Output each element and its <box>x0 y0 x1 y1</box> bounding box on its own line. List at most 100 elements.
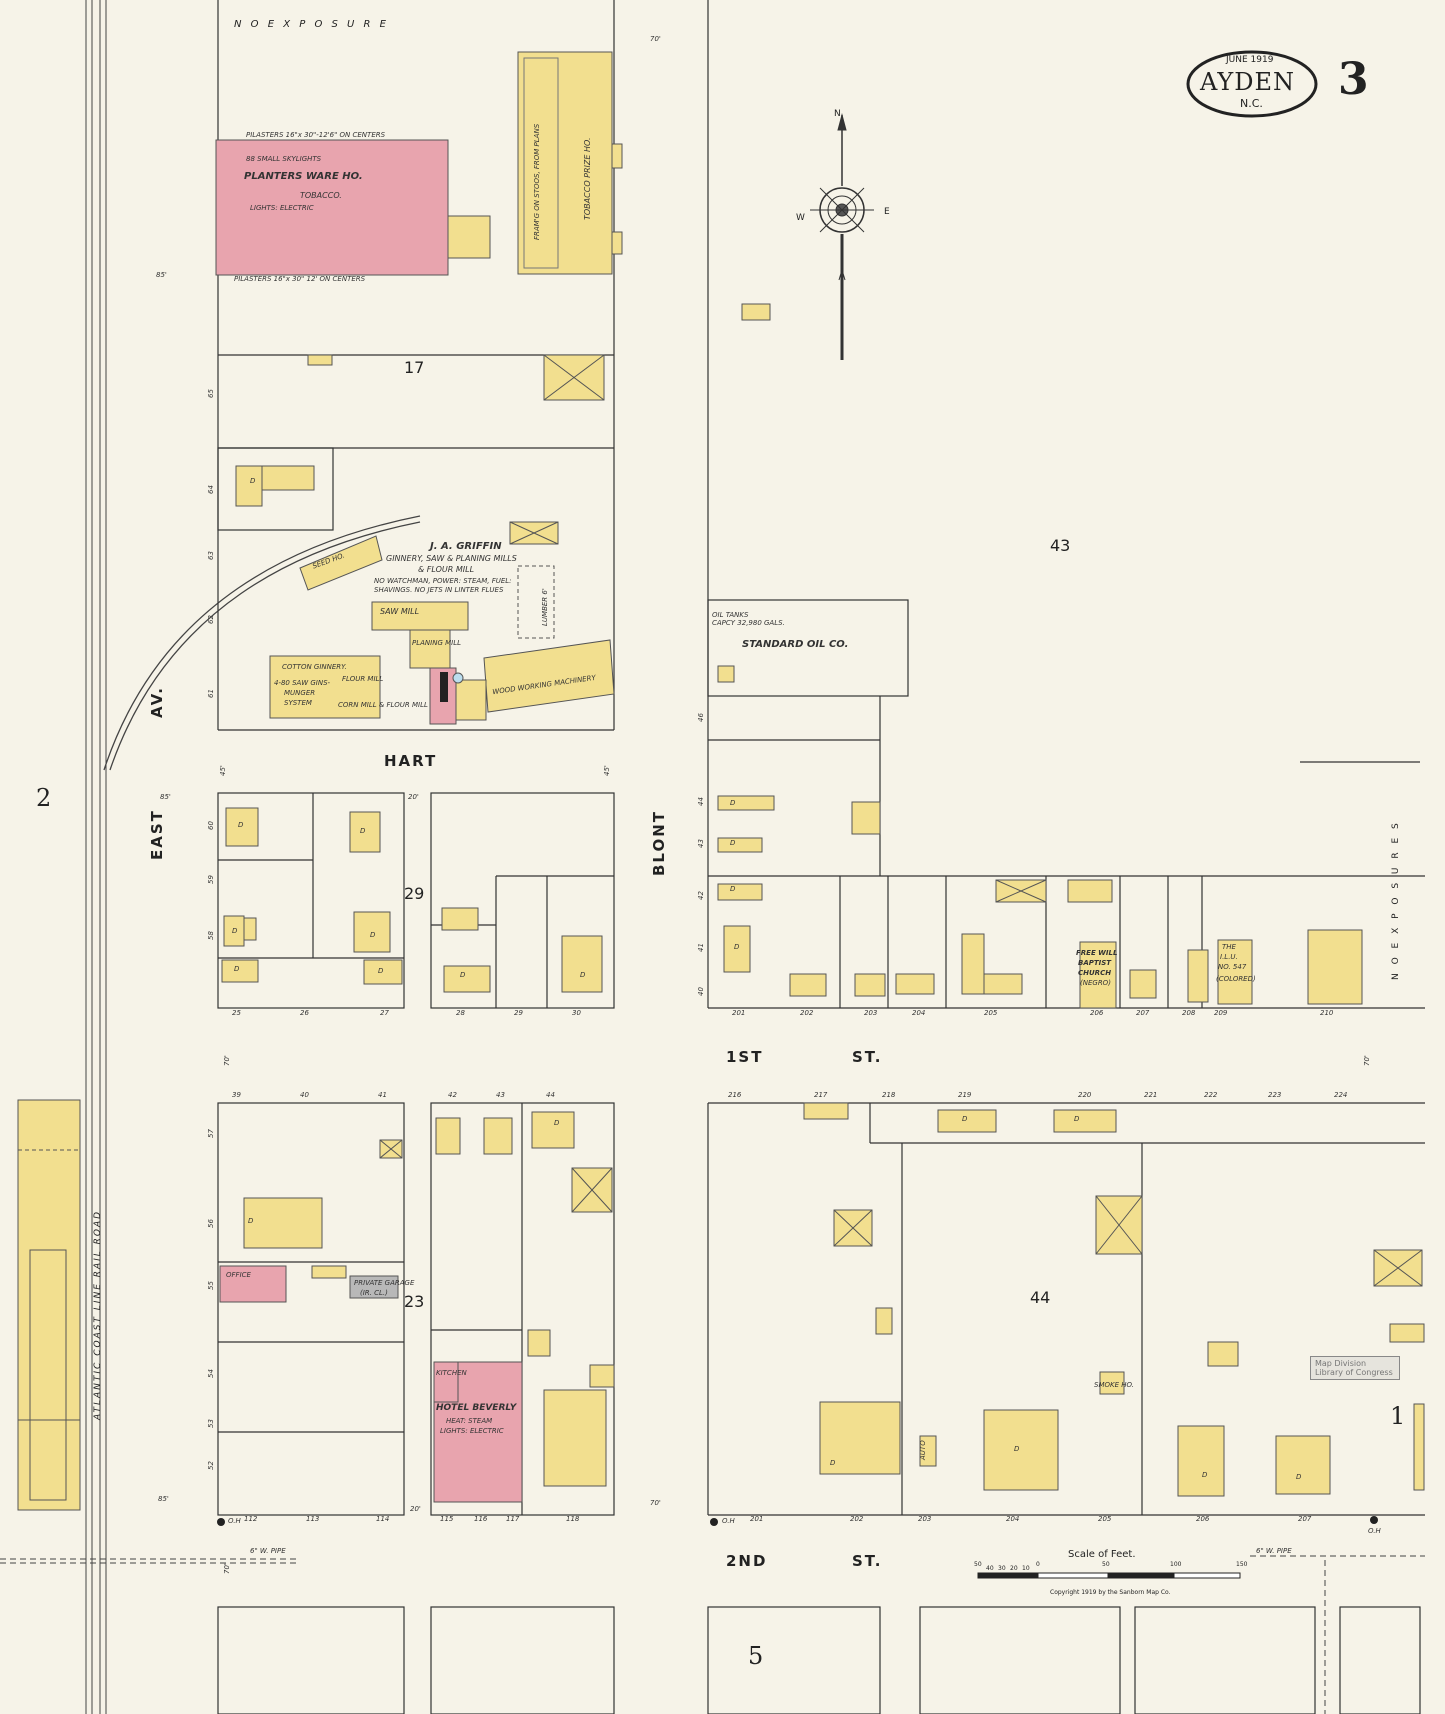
oil-tanks: OIL TANKS <box>712 611 749 619</box>
block-17: 17 <box>404 358 425 377</box>
dwelling-d-21: D <box>1296 1473 1302 1481</box>
lot-222: 222 <box>1204 1091 1218 1099</box>
lot-28: 28 <box>456 1009 465 1017</box>
lot-116: 116 <box>474 1515 488 1523</box>
dwelling-d-14: D <box>730 885 736 893</box>
rail-spur <box>103 515 421 771</box>
dwelling-d-8: D <box>460 971 466 979</box>
side-63: 63 <box>207 551 215 560</box>
dwelling-d-1: D <box>250 477 256 485</box>
copyright: Copyright 1919 by the Sanborn Map Co. <box>1050 1589 1171 1596</box>
lot-202: 202 <box>800 1009 814 1017</box>
side-64: 64 <box>207 485 215 494</box>
hydrant-label-2: O.H <box>722 1517 735 1525</box>
lot-206: 206 <box>1090 1009 1104 1017</box>
side-58: 58 <box>207 931 215 940</box>
lot-205: 205 <box>984 1009 998 1017</box>
width-70-top: 70' <box>650 35 661 43</box>
tobacco-prize-sub: FRAM'G ON STOOS, FROM PLANS <box>533 123 541 240</box>
planters-name: PLANTERS WARE HO. <box>244 171 363 182</box>
no-exposures-right: N O E X P O S U R E S <box>1391 820 1401 980</box>
scale-tick-10: 10 <box>1022 1565 1030 1572</box>
kitchen-label: KITCHEN <box>436 1369 467 1377</box>
scale-tick-0: 0 <box>1036 1561 1040 1568</box>
lodge-3: NO. 547 <box>1218 963 1247 971</box>
blont-44: 44 <box>697 797 705 806</box>
lot-29: 29 <box>514 1009 523 1017</box>
railroad-tracks <box>85 0 107 1714</box>
dwelling-d-18: D <box>830 1459 836 1467</box>
planters-pilasters-top: PILASTERS 16"x 30"-12'6" ON CENTERS <box>246 131 386 139</box>
compass-e: E <box>884 207 890 217</box>
lot-201: 201 <box>732 1009 746 1017</box>
width-45-b: 45' <box>603 765 611 776</box>
lot-2nd-207: 207 <box>1298 1515 1312 1523</box>
lot-39: 39 <box>232 1091 241 1099</box>
water-pipe-right: 6" W. PIPE <box>1256 1547 1292 1555</box>
lot-44: 44 <box>546 1091 555 1099</box>
lot-27: 27 <box>380 1009 389 1017</box>
scale-tick-50b: 50 <box>1102 1561 1110 1568</box>
lot-40: 40 <box>300 1091 309 1099</box>
tobacco-prize-name: TOBACCO PRIZE HO. <box>583 137 592 220</box>
scale-tick-40: 40 <box>986 1565 994 1572</box>
office-building <box>219 1265 287 1303</box>
planters-skylights: 88 SMALL SKYLIGHTS <box>246 155 322 163</box>
width-85-b: 85' <box>160 793 171 801</box>
side-57: 57 <box>207 1129 215 1138</box>
lot-220: 220 <box>1078 1091 1092 1099</box>
dwelling-d-19: D <box>1014 1445 1020 1453</box>
lot-208: 208 <box>1182 1009 1196 1017</box>
street-east-av: AV. <box>148 686 166 718</box>
blont-43: 43 <box>697 839 705 848</box>
width-70-a: 70' <box>223 1055 231 1066</box>
lot-224: 224 <box>1334 1091 1348 1099</box>
lot-2nd-205: 205 <box>1098 1515 1112 1523</box>
lot-204: 204 <box>912 1009 926 1017</box>
church-3: CHURCH <box>1078 969 1112 977</box>
width-20-a: 20' <box>408 793 419 801</box>
lot-113: 113 <box>306 1515 320 1523</box>
dwelling-d-15: D <box>734 943 740 951</box>
lodge-1: THE <box>1222 943 1236 951</box>
dwelling-d-5: D <box>370 931 376 939</box>
garage-sub: (IR. CL.) <box>360 1289 388 1297</box>
lot-210: 210 <box>1320 1009 1334 1017</box>
lot-112: 112 <box>244 1515 258 1523</box>
width-45-a: 45' <box>219 765 227 776</box>
smoke-ho: SMOKE HO. <box>1094 1381 1134 1389</box>
planters-warehouse <box>215 139 449 276</box>
cotton-ginnery-sub1: 4-80 SAW GINS- <box>274 679 331 687</box>
lot-114: 114 <box>376 1515 390 1523</box>
side-52: 52 <box>207 1461 215 1470</box>
dwelling-d-13: D <box>730 839 736 847</box>
scale-tick-20: 20 <box>1010 1565 1018 1572</box>
side-54: 54 <box>207 1369 215 1378</box>
side-62: 62 <box>207 615 215 624</box>
lodge-2: I.L.U. <box>1220 953 1238 961</box>
dwelling-d-20: D <box>1202 1471 1208 1479</box>
side-61: 61 <box>207 689 215 698</box>
side-53: 53 <box>207 1419 215 1428</box>
lot-219: 219 <box>958 1091 972 1099</box>
adjacent-sheet-left: 2 <box>36 784 52 812</box>
lot-30: 30 <box>572 1009 581 1017</box>
lot-117: 117 <box>506 1515 520 1523</box>
lumber-label: LUMBER 6' <box>541 588 549 626</box>
planters-pilasters-bottom: PILASTERS 16"x 30" 12' ON CENTERS <box>234 275 366 283</box>
hotel-name: HOTEL BEVERLY <box>436 1403 517 1413</box>
dwelling-d-6: D <box>234 965 240 973</box>
dwelling-d-9: D <box>580 971 586 979</box>
dwelling-d-2: D <box>238 821 244 829</box>
planters-lights: LIGHTS: ELECTRIC <box>250 204 314 212</box>
street-1st-st: ST. <box>852 1048 883 1066</box>
blont-42: 42 <box>697 891 705 900</box>
blont-40: 40 <box>697 987 705 996</box>
lot-25: 25 <box>232 1009 241 1017</box>
flour-mill-sub: CORN MILL & FLOUR MILL <box>338 701 428 709</box>
railroad-label: ATLANTIC COAST LINE RAIL ROAD <box>93 1209 103 1420</box>
griffin-sub1: GINNERY, SAW & PLANING MILLS <box>386 554 517 563</box>
lot-2nd-202: 202 <box>850 1515 864 1523</box>
side-56: 56 <box>207 1219 215 1228</box>
